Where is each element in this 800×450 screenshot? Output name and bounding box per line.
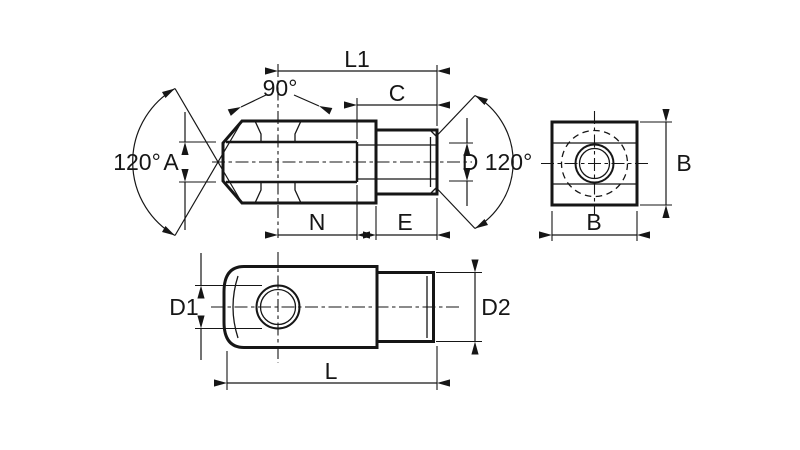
angle-arc-right [474, 94, 514, 230]
end-bore-circle [574, 143, 615, 184]
countersink-top [254, 120, 302, 142]
dim-l1: L1 [265, 46, 450, 126]
csk-leader-left [227, 94, 267, 116]
arc-arrow [161, 225, 175, 236]
bottom-pin-hole-circle [255, 284, 301, 330]
dim-n: N [265, 185, 370, 240]
countersink-bottom [254, 182, 302, 204]
bottom-body-outline [222, 265, 379, 349]
label-d2: D2 [481, 294, 510, 320]
side-view: 120° A 90° L1 C [113, 46, 532, 240]
dim-countersink-angle: 90° [227, 75, 333, 116]
label-left-chamfer-angle: 120° [113, 149, 161, 175]
label-d1: D1 [169, 294, 198, 320]
chamfer-extension-line-1 [174, 88, 243, 204]
dim-e: E [363, 198, 450, 240]
bottom-view: D1 D2 L [169, 252, 511, 390]
dim-d1: D1 [169, 253, 262, 360]
label-l1: L1 [344, 46, 370, 72]
arc-arrow [475, 218, 489, 229]
dim-slot-width-a: A [163, 112, 216, 230]
chamfer-extension-line-2 [174, 120, 243, 236]
end-body-outline [550, 120, 639, 207]
dim-b-right: B [640, 109, 692, 218]
dim-c: C [344, 80, 450, 139]
label-l: L [325, 358, 338, 384]
label-countersink-angle: 90° [263, 75, 298, 101]
angle-arc-left [132, 87, 176, 237]
label-e: E [397, 209, 412, 235]
dim-chamfer-angle-left: 120° [113, 87, 243, 237]
dim-b-bottom: B [539, 209, 650, 241]
bottom-sleeve-outline [377, 271, 435, 343]
label-b-bottom: B [586, 209, 601, 235]
csk-leader-right [293, 94, 333, 115]
label-n: N [309, 209, 326, 235]
label-slot-width: A [163, 149, 179, 175]
label-thread-dia-angle: D 120° [462, 149, 533, 175]
dim-l: L [214, 346, 450, 390]
bottom-pin-hole-chamfer-circle [259, 288, 297, 326]
end-bore-chamfer-circle [578, 147, 611, 180]
sleeve-end-chamfer [429, 129, 437, 195]
label-b-right: B [676, 150, 691, 176]
d1-extension-ticks [195, 284, 262, 330]
dim-thread-d-angle: D 120° [436, 94, 533, 230]
end-slot-edges [552, 142, 637, 185]
right-chamfer-line-1 [436, 95, 476, 137]
arc-arrow [475, 95, 489, 106]
label-c: C [389, 80, 406, 106]
right-chamfer-line-2 [436, 187, 476, 229]
end-view: B B [539, 109, 692, 241]
end-hidden-sleeve-circle [560, 129, 629, 198]
dim-d2: D2 [436, 259, 511, 355]
bottom-left-end-chamfer-edge [232, 275, 239, 339]
arc-arrow [161, 88, 175, 99]
